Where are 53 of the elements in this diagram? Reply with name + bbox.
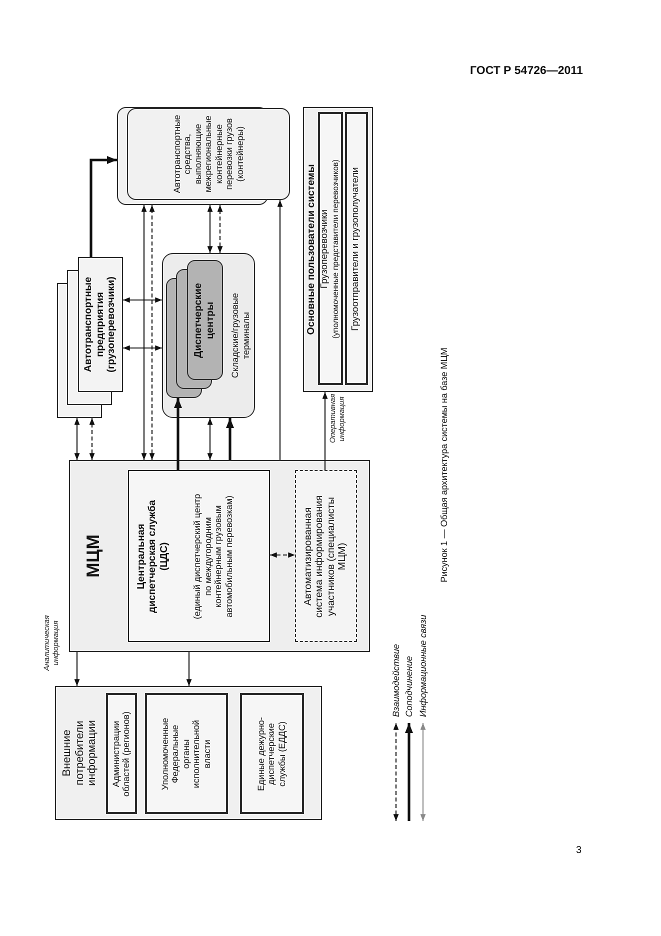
box-text: Автоматизированная система информирования участников (специалисты МЦМ) (302, 494, 348, 620)
user-box (344, 112, 368, 386)
double-headed-arrow (207, 418, 213, 460)
dashed-double-headed-arrow (270, 552, 295, 558)
arrow (277, 200, 283, 460)
terminal-rounded-box (162, 253, 255, 418)
box-text: Единые дежурно-диспетчерские службы (ЕДДС) (256, 716, 288, 793)
dashed-double-headed-arrow (89, 418, 95, 460)
arrow (74, 652, 80, 686)
panel-title: МЦМ (83, 534, 103, 578)
dispatch-service-box (128, 470, 270, 642)
panel-title: Внешние потребители информации (61, 719, 98, 788)
double-headed-arrow (141, 205, 147, 460)
dashed-double-headed-arrow (217, 205, 223, 253)
legend-text: Взаимодействие (390, 644, 402, 717)
double-headed-arrow (123, 297, 162, 303)
box-title: Центральная диспетчерская служба (ЦДС) (136, 499, 170, 615)
box-title: Автотранспортные предприятия (грузоперевозчики) (83, 275, 118, 375)
double-headed-arrow (74, 418, 80, 460)
legend-text: Соподчинение (404, 656, 414, 717)
double-headed-arrow (123, 345, 162, 351)
consumers-panel (55, 686, 322, 820)
thick-arrow (174, 398, 182, 470)
box-stack (57, 257, 123, 418)
consumer-box (106, 694, 136, 814)
box-text: (единый диспетчерский центр по междугородним контейнерным грузовым автомобильным перевозкам) (192, 492, 234, 622)
box-text: Грузоотправители и грузополучатели (350, 167, 362, 331)
arrow (186, 652, 192, 686)
page-header: ГОСТ Р 54726—2011 (470, 65, 583, 77)
consumer-box (144, 694, 228, 814)
dashed-system-box (294, 470, 356, 642)
box-note: (уполномоченные представители перевозчиков) (330, 159, 340, 339)
thick-arrow (226, 418, 234, 460)
page-number: 3 (576, 845, 582, 857)
box-text: Уполномоченные Федеральные органы исполнительной власти (160, 716, 212, 792)
legend-text: Информационные связи (418, 614, 428, 717)
dashed-double-headed-arrow (149, 205, 155, 460)
figure-caption: Рисунок 1 — Общая архитектура системы на базе МЦМ (439, 348, 450, 582)
user-box (318, 112, 342, 386)
double-headed-arrow (207, 205, 213, 253)
rounded-box-stack (166, 260, 222, 398)
users-panel (303, 107, 373, 392)
box-text: Складские/грузовые терминалы (230, 292, 251, 380)
box-title: Основные пользователи системы (306, 164, 318, 335)
box-text: Автотранспортные средства, выполняющие межрегиональные контейнерные перевозки грузов (контейнеры) (172, 114, 246, 196)
rounded-box-stack (117, 107, 290, 205)
box-title: Диспетчерские центры (193, 282, 216, 360)
thick-arrow (90, 156, 117, 257)
center-panel (69, 460, 370, 652)
arrow (322, 392, 328, 470)
box-text: Администрации областей (регионов) (110, 710, 132, 799)
box-text: Грузоперевозчики (320, 210, 330, 288)
consumer-box (240, 694, 304, 814)
